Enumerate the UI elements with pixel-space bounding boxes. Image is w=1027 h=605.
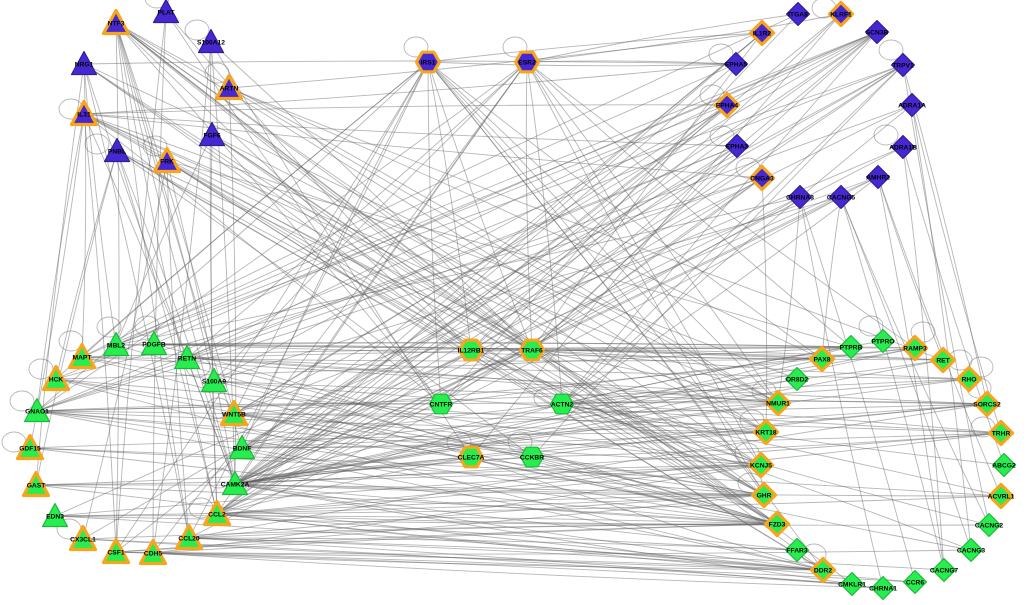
svg-text:PDGFB: PDGFB	[142, 342, 166, 349]
svg-text:CACNG2: CACNG2	[975, 523, 1004, 530]
svg-text:NTF3: NTF3	[108, 21, 125, 28]
svg-text:PNBL: PNBL	[108, 149, 126, 156]
svg-text:DDR2: DDR2	[814, 568, 832, 575]
svg-text:MBL2: MBL2	[107, 343, 125, 350]
svg-text:CNGA3: CNGA3	[750, 176, 774, 183]
svg-text:CACNG3: CACNG3	[957, 548, 986, 555]
svg-text:CHRNA3: CHRNA3	[786, 195, 814, 202]
svg-text:S100A9: S100A9	[202, 379, 226, 386]
svg-text:NRG1: NRG1	[75, 62, 94, 69]
svg-text:RETN: RETN	[178, 356, 196, 363]
svg-text:ARTN: ARTN	[220, 86, 239, 93]
svg-text:CMKLR1: CMKLR1	[838, 582, 866, 589]
svg-text:CLEC7A: CLEC7A	[458, 455, 485, 462]
svg-text:GNAO1: GNAO1	[25, 409, 49, 416]
svg-text:RAMP3: RAMP3	[903, 346, 927, 353]
svg-text:FGF6: FGF6	[203, 133, 220, 140]
svg-text:KLRF1: KLRF1	[830, 12, 852, 19]
svg-text:PTPRO: PTPRO	[871, 339, 894, 346]
svg-text:CACNG5: CACNG5	[827, 195, 856, 202]
svg-text:RET: RET	[936, 358, 950, 365]
svg-text:SCN3B: SCN3B	[866, 30, 889, 37]
svg-text:RHO: RHO	[962, 377, 977, 384]
svg-text:ADRA1B: ADRA1B	[889, 145, 917, 152]
svg-text:IL31: IL31	[77, 112, 91, 119]
svg-text:ACTN2: ACTN2	[551, 402, 574, 409]
svg-text:CDH5: CDH5	[144, 551, 162, 558]
svg-text:FFAR3: FFAR3	[786, 548, 807, 555]
svg-text:KRT18: KRT18	[755, 430, 776, 437]
svg-text:GDF15: GDF15	[19, 446, 41, 453]
svg-text:WNT5B: WNT5B	[222, 412, 246, 419]
svg-text:TRAF6: TRAF6	[521, 348, 543, 355]
svg-text:ESR2: ESR2	[518, 60, 536, 67]
svg-text:ABCG2: ABCG2	[992, 463, 1016, 470]
svg-text:PLAT: PLAT	[158, 10, 176, 17]
svg-text:EPHA3: EPHA3	[726, 144, 749, 151]
svg-text:FZD3: FZD3	[769, 522, 786, 529]
svg-text:AMHR2: AMHR2	[866, 175, 890, 182]
svg-text:EDN3: EDN3	[46, 514, 64, 521]
svg-text:EPHA4: EPHA4	[716, 103, 739, 110]
svg-text:CCL20: CCL20	[178, 536, 199, 543]
svg-text:CACNG7: CACNG7	[930, 568, 959, 575]
svg-text:MAPT: MAPT	[73, 355, 93, 362]
svg-text:IRS1: IRS1	[421, 60, 436, 67]
svg-text:GHR: GHR	[757, 493, 772, 500]
svg-text:CHRNA1: CHRNA1	[869, 586, 897, 593]
svg-text:OR8D2: OR8D2	[786, 377, 809, 384]
svg-text:CCR6: CCR6	[906, 580, 924, 587]
svg-text:TRHR: TRHR	[992, 431, 1011, 438]
svg-text:CNTFR: CNTFR	[430, 402, 453, 409]
svg-text:CSF1: CSF1	[107, 550, 124, 557]
svg-text:BDNF: BDNF	[233, 446, 252, 453]
svg-text:ADRA1A: ADRA1A	[898, 103, 926, 110]
svg-text:CX3CL1: CX3CL1	[70, 537, 96, 544]
svg-text:CAMK2A: CAMK2A	[221, 482, 250, 489]
svg-text:ACVRL1: ACVRL1	[988, 494, 1015, 501]
svg-text:EPHA5: EPHA5	[725, 62, 748, 69]
svg-text:NMUR1: NMUR1	[766, 401, 790, 408]
svg-text:ITGA8: ITGA8	[788, 12, 808, 19]
svg-text:GAST: GAST	[27, 483, 46, 490]
svg-text:CCKBR: CCKBR	[520, 455, 544, 462]
svg-text:IL1R2: IL1R2	[753, 31, 771, 38]
svg-text:KCNJ5: KCNJ5	[750, 463, 772, 470]
svg-text:PTPRB: PTPRB	[840, 345, 863, 352]
svg-text:SORCS2: SORCS2	[973, 402, 1001, 409]
svg-text:PAX8: PAX8	[814, 357, 831, 364]
svg-text:S100A12: S100A12	[197, 40, 225, 47]
svg-text:HCK: HCK	[49, 377, 64, 384]
svg-text:FRK: FRK	[160, 159, 174, 166]
svg-text:CCL2: CCL2	[208, 512, 226, 519]
svg-text:IL12RB1: IL12RB1	[458, 348, 485, 355]
svg-text:TRPV1: TRPV1	[892, 63, 914, 70]
